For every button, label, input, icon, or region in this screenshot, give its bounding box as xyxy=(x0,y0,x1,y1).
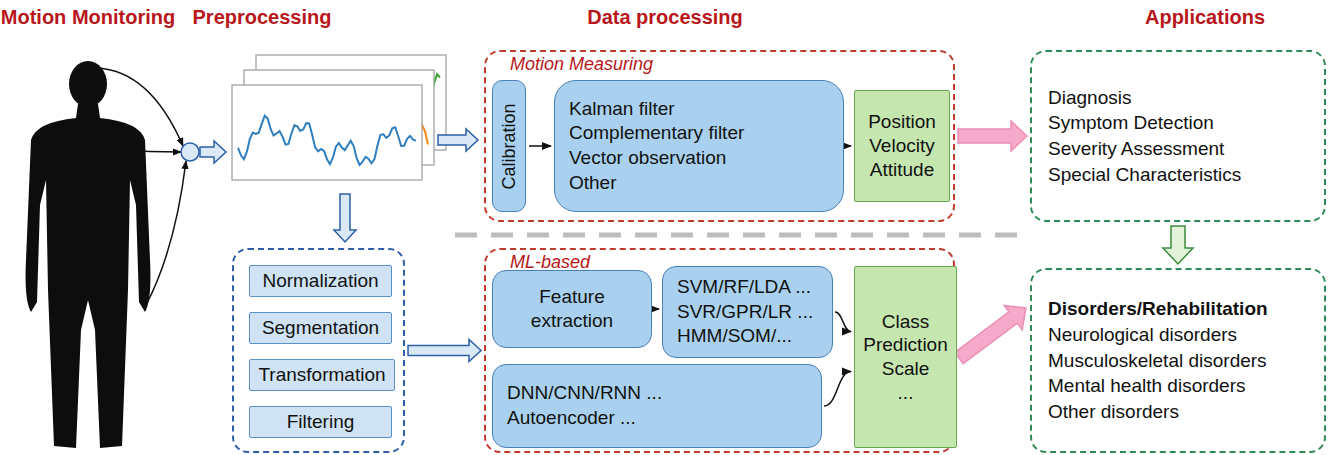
process-box: Feature extraction xyxy=(492,270,652,348)
block-arrow xyxy=(408,340,481,362)
box-text: Autoencoder ... xyxy=(507,406,636,431)
box-text: HMM/SOM/... xyxy=(677,324,792,349)
column-heading: Preprocessing xyxy=(193,6,332,29)
flow-arrow xyxy=(200,141,226,163)
block-arrow xyxy=(1163,226,1193,264)
box-text: Feature extraction xyxy=(499,285,645,333)
box-text: Position xyxy=(868,110,936,134)
sensor-node xyxy=(181,143,199,161)
column-heading: Motion Monitoring xyxy=(1,6,175,29)
box-text: SVR/GPR/LR ... xyxy=(677,300,813,325)
box-text: Normalization xyxy=(262,269,378,293)
box-text: Diagnosis xyxy=(1048,85,1131,111)
flow-arrow xyxy=(529,145,551,147)
box-text: Transformation xyxy=(258,363,385,387)
signal-plots xyxy=(232,55,446,180)
process-box: Segmentation xyxy=(249,312,392,344)
box-text: DNN/CNN/RNN ... xyxy=(507,381,662,406)
box-text: Symptom Detection xyxy=(1048,110,1214,136)
box-text: Neurological disorders xyxy=(1048,322,1237,348)
process-box: Filtering xyxy=(249,406,392,438)
method-box: SVM/RF/LDA ...SVR/GPR/LR ...HMM/SOM/... xyxy=(662,266,833,358)
flow-arrow xyxy=(655,308,659,310)
method-box: Kalman filterComplementary filterVector … xyxy=(554,80,844,212)
flow-arrow xyxy=(438,129,478,151)
output-box: PositionVelocityAttitude xyxy=(854,90,950,202)
box-text: Scale xyxy=(882,357,930,381)
plot-frame xyxy=(232,85,422,180)
flow-arrows xyxy=(200,129,478,242)
box-text: Severity Assessment xyxy=(1048,136,1224,162)
flow-arrow xyxy=(847,145,851,147)
box-text: Segmentation xyxy=(262,316,379,340)
flow-arrow xyxy=(334,194,356,242)
box-text: Mental health disorders xyxy=(1048,373,1246,399)
box-text: Calibration xyxy=(499,103,520,189)
box-text: Special Characteristics xyxy=(1048,162,1241,188)
box-text: Other xyxy=(569,171,617,196)
box-text: SVM/RF/LDA ... xyxy=(677,275,811,300)
flow-arrow xyxy=(835,312,851,332)
column-heading: Data processing xyxy=(587,6,743,29)
box-text: ... xyxy=(898,381,914,405)
block-arrow xyxy=(955,306,1026,364)
box-text: Attitude xyxy=(870,158,934,182)
ml-based-group: ML-basedFeature extractionSVM/RF/LDA ...… xyxy=(484,248,955,453)
box-heading: Disorders/Rehabilitation xyxy=(1048,296,1268,322)
box-text: Prediction xyxy=(863,333,948,357)
box-text: Filtering xyxy=(287,410,355,434)
box-text: Class xyxy=(882,310,930,334)
signal-trace xyxy=(238,116,416,165)
process-box: Calibration xyxy=(492,80,526,212)
human-silhouette xyxy=(26,61,151,448)
process-box: Transformation xyxy=(249,359,395,391)
box-text: Vector observation xyxy=(569,146,726,171)
sensor-wires xyxy=(96,68,186,305)
method-box: DNN/CNN/RNN ...Autoencoder ... xyxy=(492,364,822,448)
box-text: Other disorders xyxy=(1048,399,1179,425)
output-box: ClassPredictionScale... xyxy=(854,266,957,448)
box-text: Kalman filter xyxy=(569,97,675,122)
block-arrow xyxy=(958,121,1027,151)
motion-measuring-group: Motion MeasuringCalibration Kalman filter… xyxy=(484,50,955,222)
column-heading: Applications xyxy=(1145,6,1265,29)
flow-arrow xyxy=(824,372,851,406)
process-box: Normalization xyxy=(249,265,392,297)
disorders-box: Disorders/RehabilitationNeurological dis… xyxy=(1030,268,1326,453)
applications-box: DiagnosisSymptom DetectionSeverity Asses… xyxy=(1030,50,1326,222)
group-title: Motion Measuring xyxy=(510,54,653,75)
separator-line xyxy=(455,233,1030,238)
preprocessing-group: NormalizationSegmentationTransformationF… xyxy=(232,248,405,453)
box-text: Complementary filter xyxy=(569,121,744,146)
box-text: Musculoskeletal disorders xyxy=(1048,348,1267,374)
box-text: Velocity xyxy=(869,134,934,158)
